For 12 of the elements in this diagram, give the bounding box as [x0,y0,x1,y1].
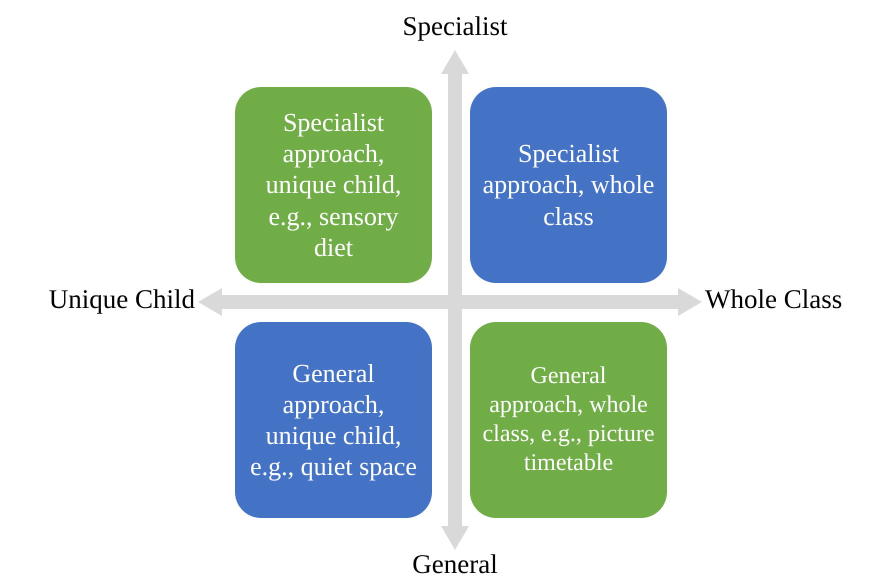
approach-box [470,87,667,283]
axis-label: General [412,549,498,579]
approach-box [235,322,432,518]
box-text: Specialist approach, unique child, e.g., sensory diet [264,107,402,263]
approach-box [470,322,667,518]
axis-label: Unique Child [48,284,195,314]
axis-label: Specialist [402,11,508,41]
box-text: General approach, whole class, e.g., picture timetable [482,362,655,478]
approach-box [235,87,432,283]
box-text: General approach, unique child, e.g., quiet space [249,358,418,482]
axis-label: Whole Class [705,284,842,314]
box-text: Specialist approach, whole class [482,138,655,232]
